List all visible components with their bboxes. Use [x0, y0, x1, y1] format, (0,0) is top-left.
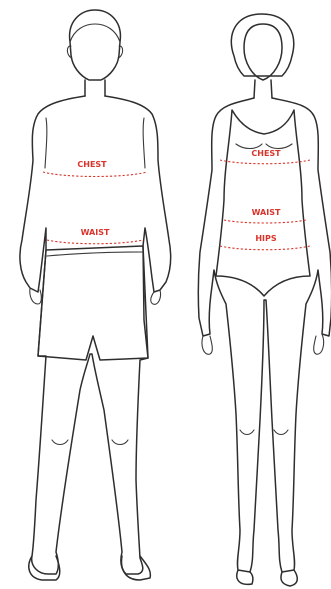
female-figure: CHEST WAIST HIPS — [198, 14, 331, 586]
female-hips-line — [220, 246, 310, 250]
female-body-outline — [198, 98, 331, 572]
male-chest-label: CHEST — [77, 160, 107, 169]
female-waist-label: WAIST — [252, 208, 281, 217]
female-face — [244, 24, 282, 80]
male-right-foot — [122, 556, 151, 580]
male-waist-label: WAIST — [81, 228, 110, 237]
female-left-foot — [237, 570, 253, 584]
male-waist-line — [47, 240, 143, 244]
female-swimsuit — [216, 110, 310, 296]
female-chest-label: CHEST — [251, 149, 281, 158]
female-chest-line — [220, 160, 310, 164]
male-shorts — [38, 246, 148, 360]
female-hips-label: HIPS — [255, 234, 277, 243]
male-chest-line — [43, 172, 147, 177]
male-figure: CHEST WAIST — [20, 10, 171, 580]
female-waist-line — [224, 220, 306, 223]
male-left-foot — [29, 556, 60, 580]
male-head — [70, 10, 121, 80]
